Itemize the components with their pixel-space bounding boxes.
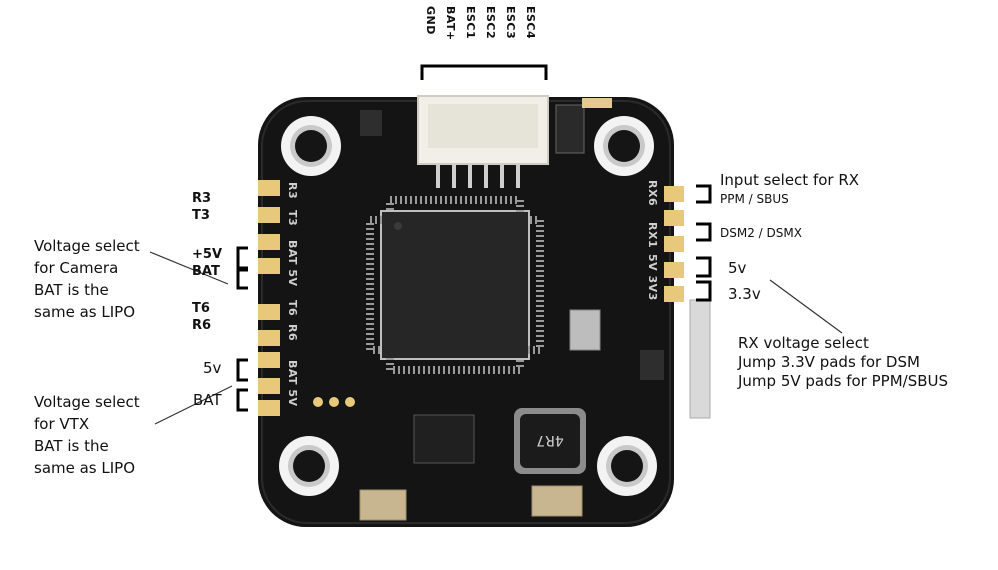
component-regulator — [640, 350, 664, 380]
bracket-camera-5v — [236, 246, 248, 270]
leader-rx-voltage — [769, 279, 843, 334]
label-r6: R6 — [192, 318, 212, 333]
vtx-note-line: Voltage select — [34, 393, 140, 411]
component-ic-small — [360, 110, 382, 136]
silk-r3: R3 — [286, 182, 299, 200]
mount-hole-top-left — [281, 116, 341, 176]
camera-note-line: BAT is the — [34, 281, 109, 299]
component-cap-bottom-left — [359, 489, 407, 521]
vtx-note-line: BAT is the — [34, 437, 109, 455]
mcu-chip — [366, 196, 544, 374]
usb-port — [689, 299, 711, 419]
rx-input-dsm: DSM2 / DSMX — [720, 226, 802, 240]
camera-note-line: Voltage select — [34, 237, 140, 255]
bracket-vtx-bat — [236, 388, 248, 412]
bracket-rx-5v — [696, 256, 712, 278]
pin-gnd: GND — [424, 6, 437, 35]
camera-note-line: for Camera — [34, 259, 119, 277]
silk-r6: R6 — [286, 324, 299, 342]
connector-bracket — [420, 64, 548, 80]
camera-voltage-note: Voltage select for Camera BAT is the sam… — [34, 235, 140, 323]
rx-voltage-3v3: 3.3v — [728, 285, 761, 303]
component-cap-top — [582, 98, 612, 108]
label-bat: BAT — [192, 264, 220, 279]
pin-esc3: ESC3 — [504, 6, 517, 40]
left-pad-column — [258, 180, 280, 416]
silk-rx6: RX6 — [646, 180, 659, 207]
silk-bat5v: BAT 5V — [286, 240, 299, 287]
pin-bat-plus: BAT+ — [444, 6, 457, 41]
rx-voltage-note: RX voltage select Jump 3.3V pads for DSM… — [738, 334, 948, 391]
bracket-camera-bat — [236, 268, 248, 290]
rx-voltage-note-line: RX voltage select — [738, 334, 869, 352]
bracket-rx-dsm — [696, 222, 712, 242]
mount-hole-bottom-right — [597, 436, 657, 496]
bracket-rx-3v3 — [696, 280, 712, 302]
right-pad-column — [664, 186, 684, 302]
label-vtx-bat: BAT — [193, 391, 222, 409]
silk-rx1: RX1 — [646, 222, 659, 249]
connector-pin-labels: GND BAT+ ESC1 ESC2 ESC3 ESC4 — [424, 6, 554, 62]
silk-5v-3v3: 5V 3V3 — [646, 254, 659, 301]
vtx-voltage-note: Voltage select for VTX BAT is the same a… — [34, 391, 140, 479]
pin-esc4: ESC4 — [524, 6, 537, 40]
leader-camera — [149, 251, 229, 285]
component-mosfet — [413, 414, 475, 464]
bracket-rx-ppm — [696, 184, 712, 204]
pin-esc1: ESC1 — [464, 6, 477, 40]
rx-input-ppm-sbus: PPM / SBUS — [720, 192, 789, 206]
bottom-left-small-pads — [313, 397, 355, 407]
rx-input-title: Input select for RX — [720, 171, 860, 189]
silk-t3: T3 — [286, 210, 299, 227]
label-plus5v: +5V — [192, 247, 222, 262]
inductor-4r7: 4R7 — [514, 408, 586, 474]
label-t6: T6 — [192, 301, 210, 316]
rx-voltage-5v: 5v — [728, 259, 747, 277]
component-diode — [555, 104, 585, 154]
label-vtx-5v: 5v — [203, 359, 222, 377]
pin-esc2: ESC2 — [484, 6, 497, 40]
mount-hole-bottom-left — [279, 436, 339, 496]
label-r3: R3 — [192, 191, 212, 206]
esc-connector — [417, 95, 549, 188]
camera-note-line: same as LIPO — [34, 303, 136, 321]
silk-bat5v-vtx: BAT 5V — [286, 360, 299, 407]
component-cap-bottom-right — [531, 485, 583, 517]
rx-voltage-note-line: Jump 3.3V pads for DSM — [738, 353, 920, 371]
inductor-label: 4R7 — [536, 432, 564, 448]
component-crystal — [569, 309, 601, 351]
bracket-vtx-5v — [236, 358, 248, 382]
mount-hole-top-right — [594, 116, 654, 176]
vtx-note-line: same as LIPO — [34, 459, 136, 477]
leader-vtx — [154, 385, 233, 425]
label-t3: T3 — [192, 208, 210, 223]
vtx-note-line: for VTX — [34, 415, 90, 433]
silk-t6: T6 — [286, 300, 299, 317]
rx-voltage-note-line: Jump 5V pads for PPM/SBUS — [738, 372, 949, 390]
